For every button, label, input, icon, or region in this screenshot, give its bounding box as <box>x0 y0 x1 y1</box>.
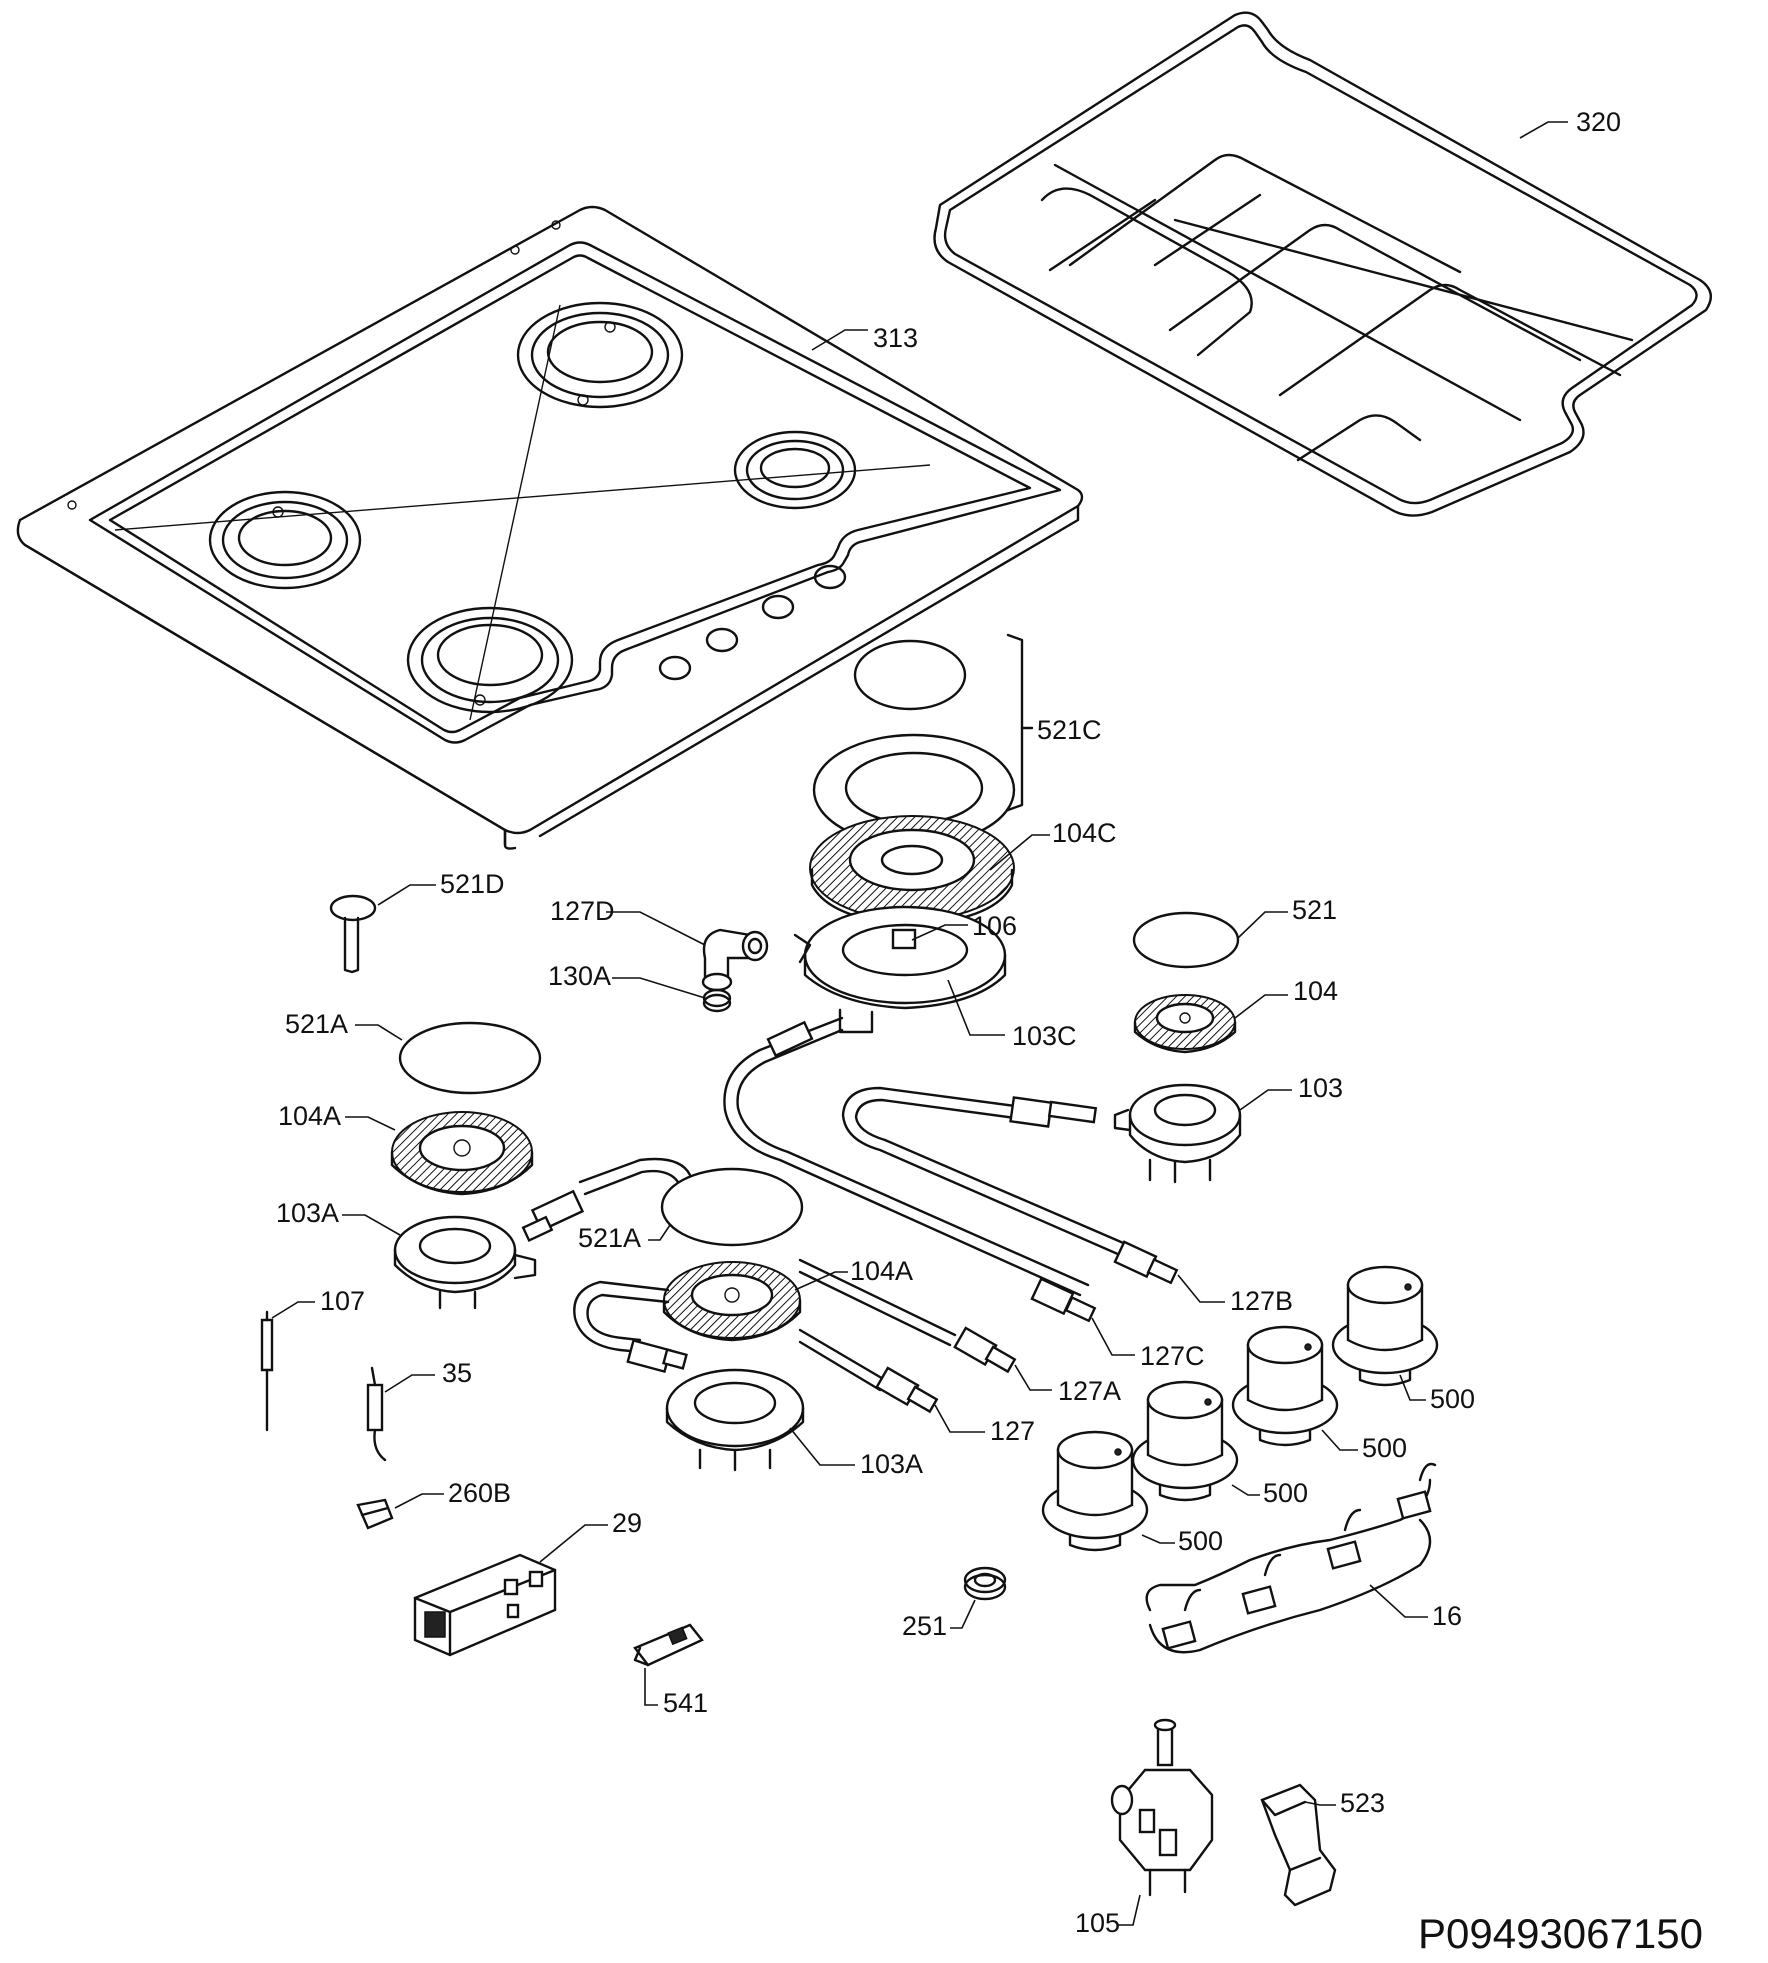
label-500-3: 500 <box>1362 1433 1407 1463</box>
control-knob-icon <box>1041 1265 1439 1552</box>
hob-top-icon <box>16 205 1084 850</box>
gas-pipe-icon <box>521 1016 1179 1414</box>
burner-base-left-icon <box>393 1215 537 1310</box>
label-104C: 104C <box>1052 818 1117 848</box>
burner-crown-front-icon <box>662 1261 802 1342</box>
burner-cap-front-icon <box>660 1167 804 1247</box>
label-127C: 127C <box>1140 1341 1205 1371</box>
label-127: 127 <box>990 1416 1035 1446</box>
burner-cap-right-icon <box>1132 911 1240 969</box>
label-103C: 103C <box>1012 1021 1077 1051</box>
label-521A-left: 521A <box>285 1009 348 1039</box>
label-313: 313 <box>873 323 918 353</box>
label-127A: 127A <box>1058 1376 1121 1406</box>
label-103A-front: 103A <box>860 1449 923 1479</box>
label-105: 105 <box>1075 1908 1120 1938</box>
label-103A-left: 103A <box>276 1198 339 1228</box>
burner-crown-left-icon <box>390 1111 534 1196</box>
clamp-icon <box>1260 1783 1337 1907</box>
label-107: 107 <box>320 1286 365 1316</box>
bracket-521c <box>1006 633 1034 812</box>
burner-cap-small-icon <box>329 894 377 974</box>
label-29: 29 <box>612 1508 642 1538</box>
pan-support-icon <box>933 11 1712 517</box>
seal-ring-icon <box>963 1566 1007 1601</box>
label-127B: 127B <box>1230 1286 1293 1316</box>
label-251: 251 <box>902 1611 947 1641</box>
elbow-fitting-icon <box>701 928 769 992</box>
label-103: 103 <box>1298 1073 1343 1103</box>
label-523: 523 <box>1340 1788 1385 1818</box>
label-106: 106 <box>972 911 1017 941</box>
ignition-unit-icon <box>413 1553 557 1657</box>
label-521C: 521C <box>1037 715 1102 745</box>
burner-crown-right-icon <box>1133 994 1237 1054</box>
burner-base-icon <box>793 905 1007 1034</box>
label-521: 521 <box>1292 895 1337 925</box>
label-500-2: 500 <box>1263 1478 1308 1508</box>
label-104: 104 <box>1293 976 1338 1006</box>
thermocouple-icon <box>260 1310 274 1432</box>
label-500-4: 500 <box>1430 1384 1475 1414</box>
label-35: 35 <box>442 1358 472 1388</box>
label-260B: 260B <box>448 1478 511 1508</box>
label-130A: 130A <box>548 961 611 991</box>
wiring-harness-icon <box>1145 1462 1437 1654</box>
burner-base-right-icon <box>1113 1083 1242 1184</box>
clip-icon <box>356 1498 394 1530</box>
label-104A-left: 104A <box>278 1101 341 1131</box>
gas-valve-icon <box>1110 1718 1214 1897</box>
burner-cap-icon <box>812 639 1016 847</box>
label-16: 16 <box>1432 1601 1462 1631</box>
label-521A-front: 521A <box>578 1223 641 1253</box>
label-500-1: 500 <box>1178 1526 1223 1556</box>
label-521D: 521D <box>440 869 505 899</box>
spark-plug-icon <box>366 1366 387 1462</box>
washer-icon <box>702 988 732 1013</box>
burner-cap-left-icon <box>398 1021 542 1095</box>
label-320: 320 <box>1576 107 1621 137</box>
label-127D: 127D <box>550 896 615 926</box>
label-541: 541 <box>663 1688 708 1718</box>
burner-base-front-icon <box>665 1368 805 1472</box>
burner-crown-icon <box>809 815 1015 927</box>
label-104A-front: 104A <box>850 1256 913 1286</box>
microswitch-icon <box>633 1623 704 1667</box>
drawing-code: P09493067150 <box>1418 1910 1703 1957</box>
